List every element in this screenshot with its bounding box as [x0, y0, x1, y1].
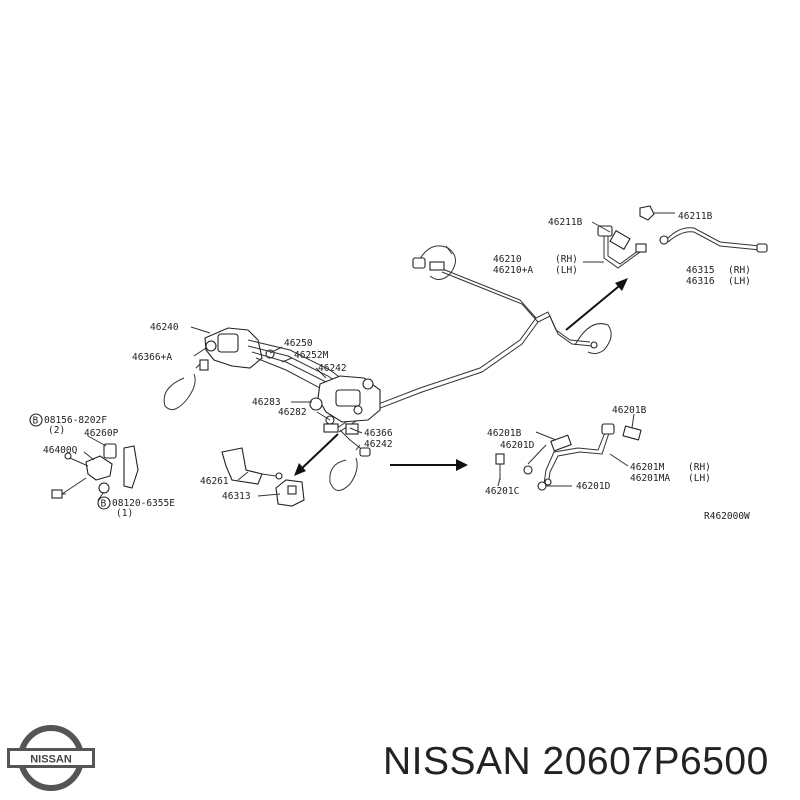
detail-arrow-lower-left	[294, 433, 339, 476]
label-46261: 46261	[200, 476, 229, 487]
label-46211B-b: 46211B	[678, 211, 713, 222]
label-46315: 46315	[686, 265, 715, 276]
sensor-group	[51, 443, 139, 499]
label-46210A-lh: (LH)	[555, 265, 578, 276]
label-46201MA-lh: (LH)	[688, 473, 711, 484]
label-46240: 46240	[150, 322, 179, 333]
label-46282: 46282	[278, 407, 307, 418]
label-46201M-rh: (RH)	[688, 462, 711, 473]
svg-text:B: B	[101, 499, 107, 510]
label-46316: 46316	[686, 276, 715, 287]
label-46366A: 46366+A	[132, 352, 172, 363]
bolt-marker-08120: B	[97, 496, 111, 510]
label-08120-qty: (1)	[116, 508, 133, 519]
label-46400Q: 46400Q	[43, 445, 78, 456]
label-46316-lh: (LH)	[728, 276, 751, 287]
label-46201B-a: 46201B	[487, 428, 522, 439]
bracket-46261	[221, 447, 283, 485]
label-46201B-b: 46201B	[612, 405, 647, 416]
front-hose-rh	[574, 323, 612, 355]
label-46242-b: 46242	[364, 439, 393, 450]
label-08156-qty: (2)	[48, 425, 65, 436]
rear-hose-lh	[163, 359, 209, 411]
rear-hose-rh	[329, 447, 371, 491]
front-tube-rh	[597, 225, 647, 269]
nissan-logo-text: NISSAN	[30, 754, 72, 766]
label-46313: 46313	[222, 491, 251, 502]
clip-46211B-upper	[639, 205, 675, 221]
label-46260P: 46260P	[84, 428, 119, 439]
nissan-logo: NISSAN	[7, 725, 95, 791]
label-08156: 08156-8202F	[44, 415, 107, 426]
label-46210A: 46210+A	[493, 265, 533, 276]
label-46211B-a: 46211B	[548, 217, 583, 228]
detail-arrow-right	[390, 459, 468, 471]
main-brake-tubes	[336, 267, 593, 453]
tube-46201	[495, 423, 642, 491]
leader-lines	[83, 221, 635, 501]
svg-text:B: B	[33, 416, 39, 427]
label-46201MA: 46201MA	[630, 473, 670, 484]
front-hose-lh	[412, 245, 456, 280]
label-46283: 46283	[252, 397, 281, 408]
label-46210: 46210	[493, 254, 522, 265]
label-08120: 08120-6355E	[112, 498, 175, 509]
label-46315-rh: (RH)	[728, 265, 751, 276]
bolt-marker-08156: B	[29, 413, 43, 427]
label-46366: 46366	[364, 428, 393, 439]
label-46242-a: 46242	[318, 363, 347, 374]
label-46252M: 46252M	[294, 350, 329, 361]
diagram-reference: R462000W	[704, 511, 750, 522]
label-46250: 46250	[284, 338, 313, 349]
label-46201D-a: 46201D	[500, 440, 535, 451]
label-46201M: 46201M	[630, 462, 665, 473]
label-46201D-b: 46201D	[576, 481, 611, 492]
detail-arrow-upper	[565, 278, 628, 331]
hose-46315	[659, 227, 768, 253]
label-46210-rh: (RH)	[555, 254, 578, 265]
label-46201C: 46201C	[485, 486, 519, 497]
bracket-46313	[275, 479, 305, 507]
part-labels: 46211B 46211B 46210 (RH) 46210+A (LH) 46…	[43, 211, 751, 522]
part-title: NISSAN 20607P6500	[383, 740, 769, 783]
actuator-assembly	[204, 327, 381, 435]
